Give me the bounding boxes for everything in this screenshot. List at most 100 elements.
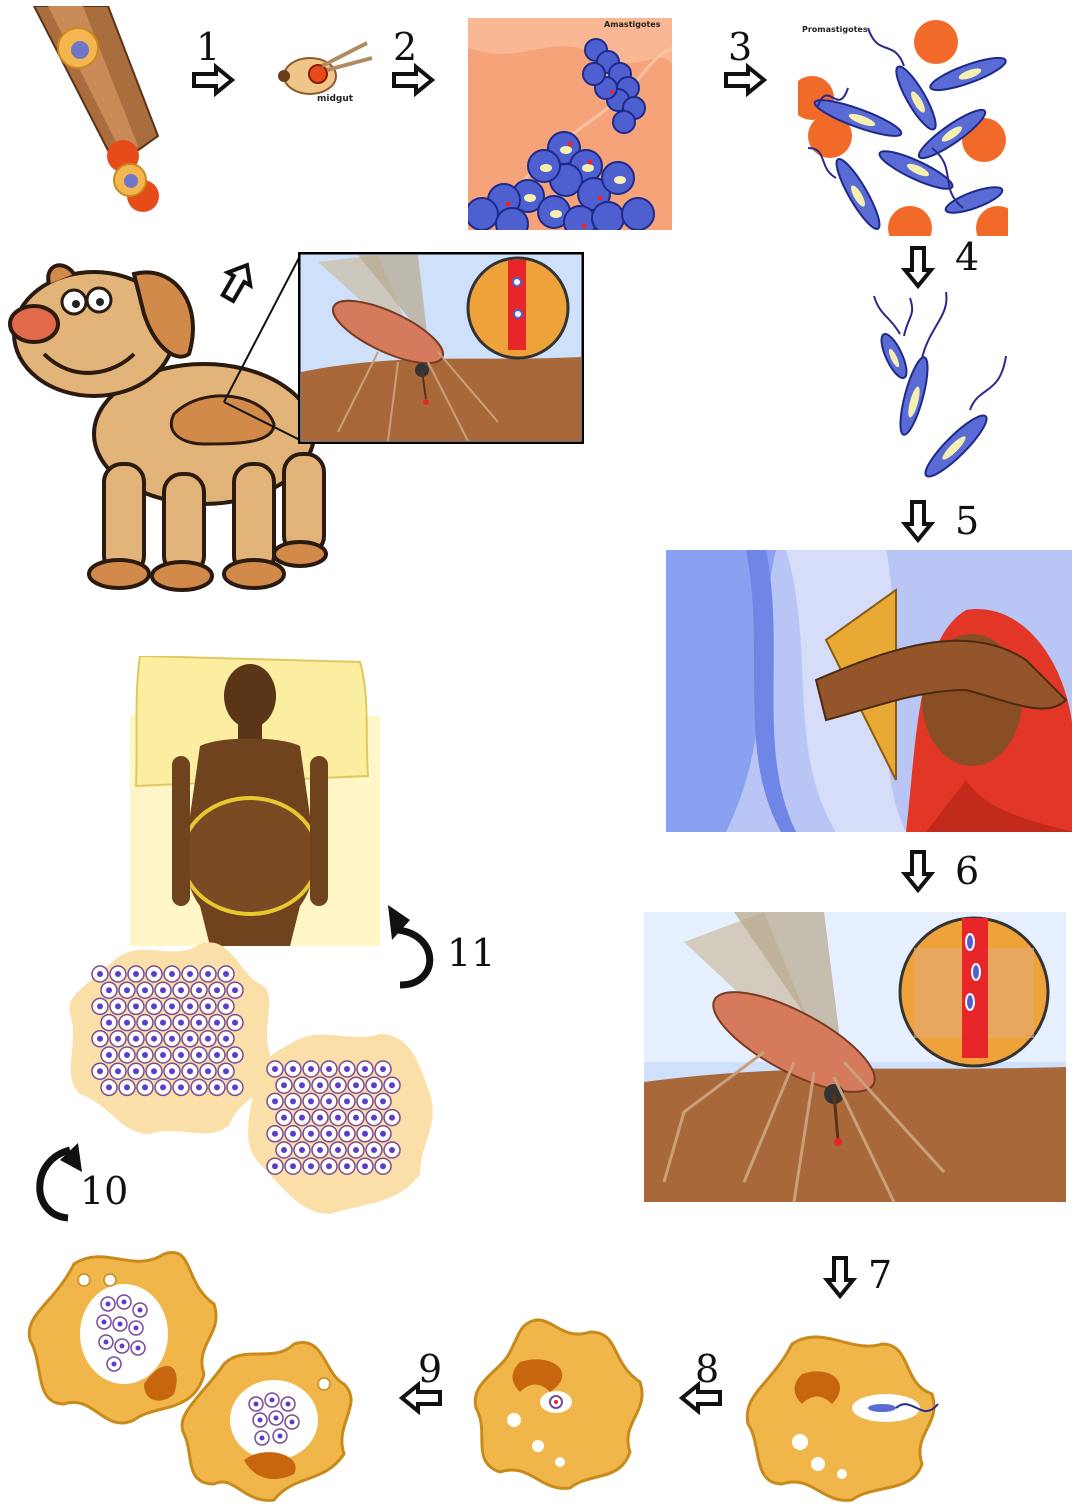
infected-cell-nucleus bbox=[169, 1003, 175, 1009]
arrow-down-4 bbox=[905, 248, 931, 286]
sick-child-illustration bbox=[130, 656, 390, 946]
metacyclic-promastigotes bbox=[860, 286, 1020, 486]
infected-cell-nucleus bbox=[196, 1020, 202, 1026]
infected-cell-nucleus bbox=[389, 1115, 395, 1121]
infected-cell-nucleus bbox=[115, 1036, 121, 1042]
infected-cell-nucleus bbox=[97, 1036, 103, 1042]
infected-cell-nucleus bbox=[187, 971, 193, 977]
infected-cell-nucleus bbox=[151, 1068, 157, 1074]
infected-tissue-clusters bbox=[60, 934, 440, 1224]
infected-cell-nucleus bbox=[299, 1115, 305, 1121]
infected-cell-nucleus bbox=[380, 1131, 386, 1137]
infected-cell-nucleus bbox=[160, 1084, 166, 1090]
step-number-9: 9 bbox=[418, 1350, 442, 1388]
infected-cell-nucleus bbox=[326, 1163, 332, 1169]
infected-cell-nucleus bbox=[344, 1163, 350, 1169]
infected-cell-nucleus bbox=[178, 1084, 184, 1090]
infected-cell-nucleus bbox=[308, 1131, 314, 1137]
infected-cell-nucleus bbox=[133, 1068, 139, 1074]
dog-bite-inset bbox=[298, 252, 584, 444]
infected-cell-nucleus bbox=[299, 1147, 305, 1153]
step-number-1: 1 bbox=[196, 28, 220, 66]
step-number-5: 5 bbox=[955, 502, 979, 540]
infected-cell-nucleus bbox=[133, 1036, 139, 1042]
infected-cell-nucleus bbox=[142, 987, 148, 993]
infected-cell-nucleus bbox=[214, 987, 220, 993]
infected-cell-nucleus bbox=[308, 1163, 314, 1169]
infected-cell-nucleus bbox=[196, 987, 202, 993]
step-number-4: 4 bbox=[955, 238, 979, 276]
infected-cell-nucleus bbox=[290, 1131, 296, 1137]
infected-cell-nucleus bbox=[187, 1036, 193, 1042]
infected-cell-nucleus bbox=[371, 1082, 377, 1088]
infected-cell-nucleus bbox=[187, 1068, 193, 1074]
infected-cell-nucleus bbox=[187, 1003, 193, 1009]
infected-cell-nucleus bbox=[362, 1163, 368, 1169]
arrow-right-1 bbox=[194, 67, 232, 93]
infected-cell-nucleus bbox=[214, 1020, 220, 1026]
infected-cell-nucleus bbox=[308, 1066, 314, 1072]
amastigotes-label: Amastigotes bbox=[604, 20, 661, 29]
arrow-down-5 bbox=[905, 502, 931, 540]
infected-cell-nucleus bbox=[362, 1066, 368, 1072]
infected-cell-nucleus bbox=[281, 1147, 287, 1153]
infected-cell-nucleus bbox=[178, 1020, 184, 1026]
infected-cell-nucleus bbox=[380, 1098, 386, 1104]
arrow-down-6 bbox=[905, 852, 931, 890]
infected-cell-nucleus bbox=[299, 1082, 305, 1088]
infected-cell-nucleus bbox=[205, 971, 211, 977]
promastigotes-panel bbox=[798, 18, 1008, 236]
infected-cell-nucleus bbox=[272, 1163, 278, 1169]
infected-cell-nucleus bbox=[344, 1131, 350, 1137]
infected-cell-nucleus bbox=[115, 1068, 121, 1074]
infected-cell-nucleus bbox=[281, 1115, 287, 1121]
infected-cell-nucleus bbox=[290, 1163, 296, 1169]
step-number-7: 7 bbox=[868, 1256, 892, 1294]
infected-cell-nucleus bbox=[142, 1052, 148, 1058]
infected-cell-nucleus bbox=[281, 1082, 287, 1088]
infected-cell-nucleus bbox=[317, 1115, 323, 1121]
infected-cell-nucleus bbox=[133, 971, 139, 977]
amastigotes-panel bbox=[468, 18, 672, 230]
infected-cell-nucleus bbox=[178, 1052, 184, 1058]
infected-cell-nucleus bbox=[214, 1052, 220, 1058]
infected-cell-nucleus bbox=[389, 1147, 395, 1153]
infected-cell-nucleus bbox=[232, 1084, 238, 1090]
infected-cell-nucleus bbox=[124, 987, 130, 993]
infected-cell-nucleus bbox=[169, 1036, 175, 1042]
infected-cell-nucleus bbox=[223, 971, 229, 977]
infected-cell-nucleus bbox=[272, 1066, 278, 1072]
infected-cell-nucleus bbox=[169, 971, 175, 977]
infected-cell-nucleus bbox=[272, 1131, 278, 1137]
infected-cell-nucleus bbox=[133, 1003, 139, 1009]
infected-cell-nucleus bbox=[362, 1098, 368, 1104]
sandfly-bite-panel bbox=[644, 912, 1066, 1202]
infected-cell-nucleus bbox=[371, 1115, 377, 1121]
infected-cell-nucleus bbox=[214, 1084, 220, 1090]
infected-cell-nucleus bbox=[389, 1082, 395, 1088]
infected-cell-nucleus bbox=[335, 1147, 341, 1153]
infected-cell-nucleus bbox=[335, 1082, 341, 1088]
infected-cell-nucleus bbox=[380, 1163, 386, 1169]
infected-cell-nucleus bbox=[223, 1003, 229, 1009]
infected-cell-nucleus bbox=[205, 1003, 211, 1009]
infected-cell-nucleus bbox=[326, 1066, 332, 1072]
infected-cell-nucleus bbox=[142, 1020, 148, 1026]
infected-cell-nucleus bbox=[317, 1082, 323, 1088]
infected-cell-nucleus bbox=[223, 1036, 229, 1042]
promastigotes-label: Promastigotes bbox=[802, 25, 868, 34]
mother-panel bbox=[666, 550, 1072, 832]
arrow-down-7 bbox=[827, 1258, 853, 1296]
infected-cell-nucleus bbox=[97, 1003, 103, 1009]
arrow-right-3 bbox=[726, 67, 764, 93]
infected-cell-nucleus bbox=[151, 971, 157, 977]
infected-cell-nucleus bbox=[160, 1052, 166, 1058]
macrophage-step-9 bbox=[24, 1244, 374, 1504]
step-number-6: 6 bbox=[955, 852, 979, 890]
infected-cell-nucleus bbox=[232, 1052, 238, 1058]
infected-cell-nucleus bbox=[326, 1131, 332, 1137]
infected-cell-nucleus bbox=[178, 987, 184, 993]
infected-cell-nucleus bbox=[232, 987, 238, 993]
infected-cell-nucleus bbox=[353, 1147, 359, 1153]
infected-cell-nucleus bbox=[169, 1068, 175, 1074]
